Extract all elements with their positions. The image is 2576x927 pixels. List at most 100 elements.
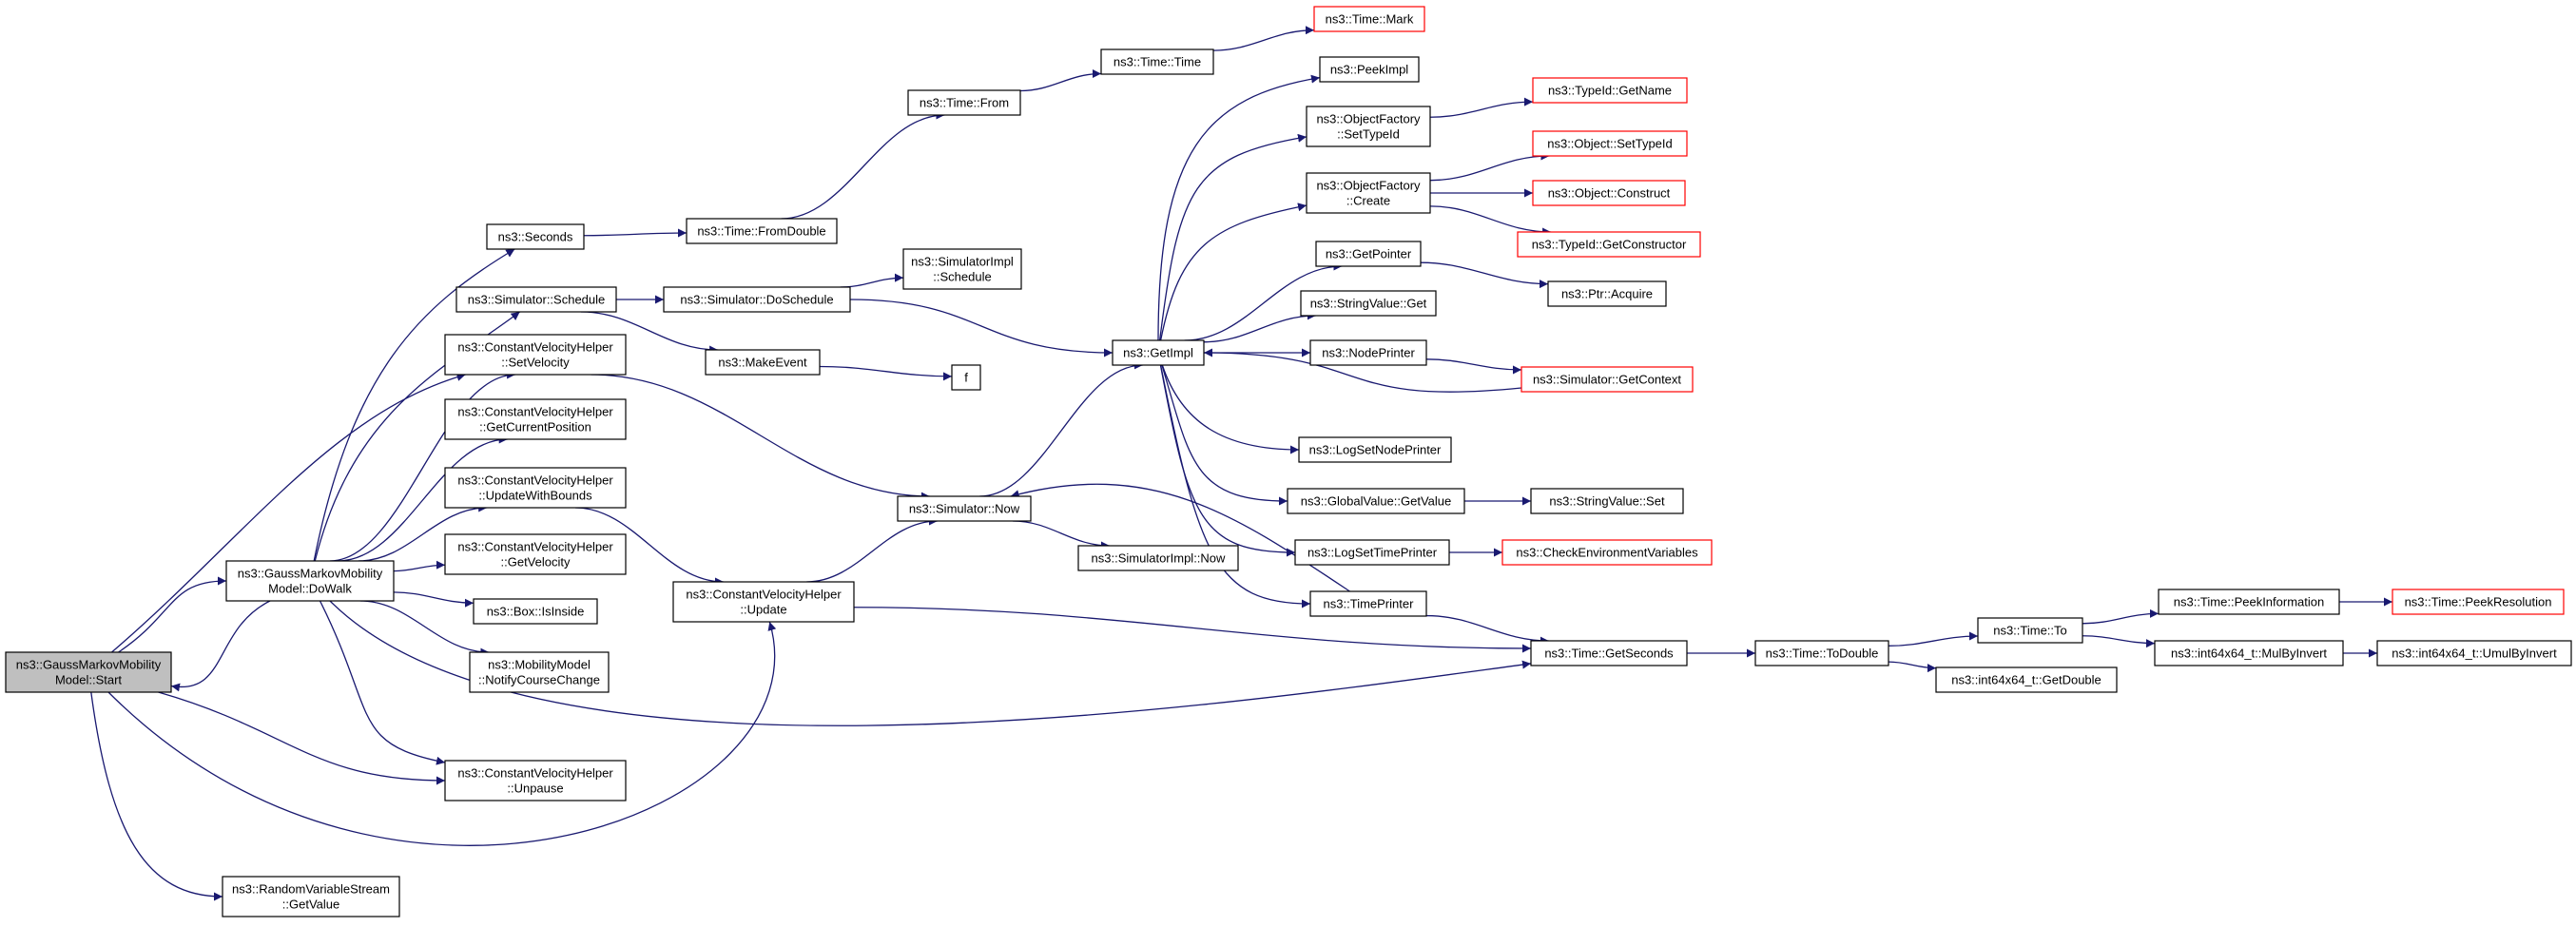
node-box-isinside[interactable]: ns3::Box::IsInside <box>473 598 598 625</box>
node-int64-mulbyinvert[interactable]: ns3::int64x64_t::MulByInvert <box>2154 640 2344 666</box>
node-cvh-unpause[interactable]: ns3::ConstantVelocityHelper::Unpause <box>444 760 627 801</box>
node-label: ns3::Time::PeekResolution <box>2405 595 2552 609</box>
node-f[interactable]: f <box>951 364 981 391</box>
node-label: ::SetTypeId <box>1337 127 1400 142</box>
edge-time_todouble-to-int64_getdouble <box>1888 661 1937 673</box>
node-checkenvvars[interactable]: ns3::CheckEnvironmentVariables <box>1501 539 1713 566</box>
node-label: ns3::Time::ToDouble <box>1766 647 1879 661</box>
node-of-settypeid[interactable]: ns3::ObjectFactory::SetTypeId <box>1306 106 1431 147</box>
edge-sim_getcontext-to-getimpl <box>1203 348 1522 393</box>
node-box <box>225 560 395 602</box>
node-stringvalue-get[interactable]: ns3::StringValue::Get <box>1300 290 1437 317</box>
node-time-time[interactable]: ns3::Time::Time <box>1100 48 1214 75</box>
node-simimpl-schedule[interactable]: ns3::SimulatorImpl::Schedule <box>902 248 1022 290</box>
node-box <box>686 218 838 244</box>
node-sim-doschedule[interactable]: ns3::Simulator::DoSchedule <box>663 286 851 313</box>
edge-getpointer-to-ptr_acquire <box>1420 261 1549 289</box>
node-int64-getdouble[interactable]: ns3::int64x64_t::GetDouble <box>1935 666 2118 693</box>
node-label: ns3::LogSetNodePrinter <box>1309 443 1442 457</box>
edge-getimpl-to-logsettimeprinter <box>1159 364 1296 557</box>
node-label: ns3::Simulator::GetContext <box>1533 373 1681 387</box>
node-label: ns3::Time::FromDouble <box>697 224 825 239</box>
node-of-create[interactable]: ns3::ObjectFactory::Create <box>1306 172 1431 214</box>
node-box <box>2158 589 2340 615</box>
node-getpointer[interactable]: ns3::GetPointer <box>1315 241 1422 267</box>
edge-time_from-to-time_time <box>1019 69 1102 92</box>
node-makeevent[interactable]: ns3::MakeEvent <box>705 349 821 376</box>
node-timeprinter[interactable]: ns3::TimePrinter <box>1309 590 1427 617</box>
node-label: ::GetValue <box>282 898 339 912</box>
node-peekimpl[interactable]: ns3::PeekImpl <box>1319 56 1420 83</box>
node-box <box>1306 106 1431 147</box>
node-time-fromdouble[interactable]: ns3::Time::FromDouble <box>686 218 838 244</box>
edge-time_fromdouble-to-time_from <box>781 110 945 220</box>
node-int64-umulbyinvert[interactable]: ns3::int64x64_t::UmulByInvert <box>2376 640 2572 666</box>
node-stringvalue-set[interactable]: ns3::StringValue::Set <box>1530 488 1684 514</box>
node-sim-schedule[interactable]: ns3::Simulator::Schedule <box>455 286 617 313</box>
node-cvh-update[interactable]: ns3::ConstantVelocityHelper::Update <box>672 581 855 623</box>
node-getimpl[interactable]: ns3::GetImpl <box>1112 339 1205 366</box>
edge-cvh_setvelocity-to-sim_now <box>591 374 930 501</box>
node-time-todouble[interactable]: ns3::Time::ToDouble <box>1754 640 1889 666</box>
node-time-to[interactable]: ns3::Time::To <box>1977 617 2083 644</box>
node-cvh-getcurrentposition[interactable]: ns3::ConstantVelocityHelper::GetCurrentP… <box>444 398 627 440</box>
node-time-mark[interactable]: ns3::Time::Mark <box>1313 6 1425 32</box>
node-box <box>1112 339 1205 366</box>
node-box <box>2376 640 2572 666</box>
node-ptr-acquire[interactable]: ns3::Ptr::Acquire <box>1547 280 1667 307</box>
node-logsettimeprinter[interactable]: ns3::LogSetTimePrinter <box>1294 539 1450 566</box>
edge-of_create-to-typeid_getconstructor <box>1429 205 1552 237</box>
node-time-peekinformation[interactable]: ns3::Time::PeekInformation <box>2158 589 2340 615</box>
node-label: ::Schedule <box>933 270 991 284</box>
node-cvh-updatewithbounds[interactable]: ns3::ConstantVelocityHelper::UpdateWithB… <box>444 467 627 509</box>
node-label: ns3::Simulator::Schedule <box>468 293 606 307</box>
edge-timeprinter-to-time_getseconds <box>1425 614 1549 646</box>
node-box <box>1501 539 1713 566</box>
node-box <box>1754 640 1889 666</box>
edge-getimpl-to-logsetnodeprinter <box>1161 364 1300 454</box>
node-time-getseconds[interactable]: ns3::Time::GetSeconds <box>1530 640 1688 666</box>
edge-dowalk-to-cvh_unpause <box>319 600 446 765</box>
node-label: ns3::int64x64_t::UmulByInvert <box>2392 647 2557 661</box>
node-box <box>1287 488 1465 514</box>
nodes-layer: ns3::GaussMarkovMobilityModel::Startns3:… <box>5 6 2572 917</box>
node-typeid-getname[interactable]: ns3::TypeId::GetName <box>1532 77 1688 104</box>
node-label: ns3::Simulator::DoSchedule <box>680 293 833 307</box>
node-label: ns3::SimulatorImpl::Now <box>1092 551 1226 566</box>
node-label: ns3::ConstantVelocityHelper <box>457 473 613 488</box>
node-logsetnodeprinter[interactable]: ns3::LogSetNodePrinter <box>1298 436 1452 463</box>
node-box <box>672 581 855 623</box>
node-box <box>1532 77 1688 104</box>
node-object-settypeid[interactable]: ns3::Object::SetTypeId <box>1532 130 1688 157</box>
node-simimpl-now[interactable]: ns3::SimulatorImpl::Now <box>1077 545 1239 571</box>
node-typeid-getconstructor[interactable]: ns3::TypeId::GetConstructor <box>1517 231 1701 258</box>
node-rvs-getvalue[interactable]: ns3::RandomVariableStream::GetValue <box>222 876 400 917</box>
node-mm-notifycoursechange[interactable]: ns3::MobilityModel::NotifyCourseChange <box>469 651 610 693</box>
node-box <box>455 286 617 313</box>
edge-of_create-to-object_settypeid <box>1429 151 1550 182</box>
node-box <box>951 364 981 391</box>
node-label: ns3::Object::SetTypeId <box>1547 137 1673 151</box>
node-label: ns3::GaussMarkovMobility <box>16 658 162 672</box>
node-cvh-setvelocity[interactable]: ns3::ConstantVelocityHelper::SetVelocity <box>444 334 627 376</box>
node-label: ns3::Time::PeekInformation <box>2174 595 2324 609</box>
node-label: ns3::LogSetTimePrinter <box>1307 546 1438 560</box>
node-label: ns3::SimulatorImpl <box>911 255 1014 269</box>
node-object-construct[interactable]: ns3::Object::Construct <box>1532 180 1686 206</box>
node-box <box>1520 366 1694 393</box>
node-sim-getcontext[interactable]: ns3::Simulator::GetContext <box>1520 366 1694 393</box>
edge-of_settypeid-to-typeid_getname <box>1429 97 1534 118</box>
node-nodeprinter[interactable]: ns3::NodePrinter <box>1309 339 1427 366</box>
edge-time_to-to-int64_mulbyinvert <box>2082 635 2156 648</box>
node-time-peekresolution[interactable]: ns3::Time::PeekResolution <box>2392 589 2565 615</box>
node-sim-now[interactable]: ns3::Simulator::Now <box>897 495 1032 522</box>
node-time-from[interactable]: ns3::Time::From <box>907 89 1021 116</box>
node-box <box>444 760 627 801</box>
node-cvh-getvelocity[interactable]: ns3::ConstantVelocityHelper::GetVelocity <box>444 533 627 575</box>
node-globalvalue-getvalue[interactable]: ns3::GlobalValue::GetValue <box>1287 488 1465 514</box>
node-box <box>486 223 585 250</box>
node-label: ns3::TimePrinter <box>1324 597 1415 611</box>
node-seconds[interactable]: ns3::Seconds <box>486 223 585 250</box>
